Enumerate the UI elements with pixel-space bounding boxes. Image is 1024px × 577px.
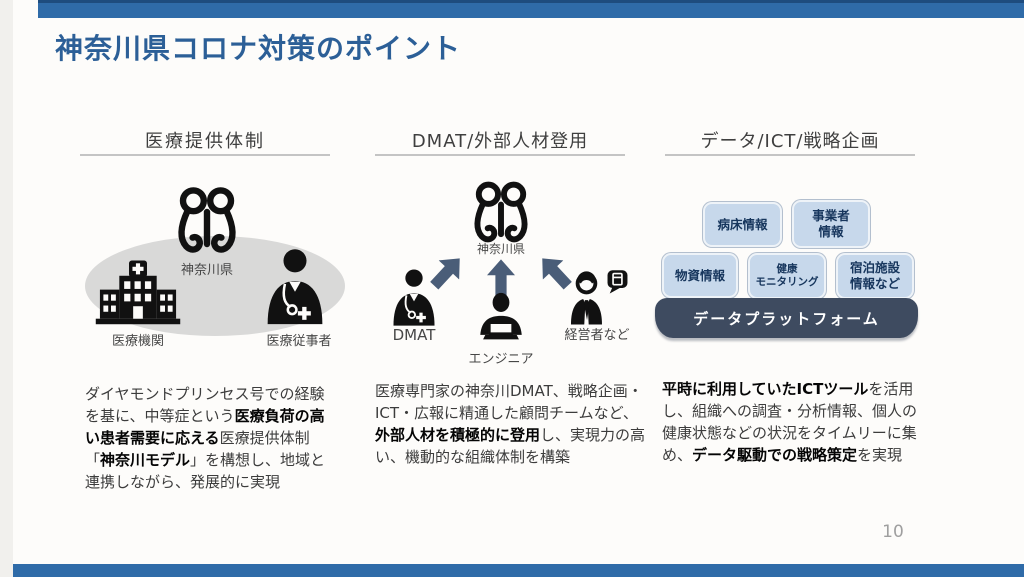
data-platform-bar: データプラットフォーム bbox=[655, 298, 918, 338]
column-header-medical-system: 医療提供体制 bbox=[145, 131, 265, 152]
page-title: 神奈川県コロナ対策のポイント bbox=[55, 32, 462, 65]
dmat-label: DMAT bbox=[392, 326, 436, 344]
up-left-arrow-icon bbox=[531, 248, 579, 296]
medical-worker-label: 医療従事者 bbox=[266, 334, 332, 349]
kanagawa-crest-icon bbox=[165, 180, 249, 260]
crest-label: 神奈川県 bbox=[476, 242, 525, 256]
info-box-supplies: 物資情報 bbox=[662, 253, 738, 298]
doctor-icon bbox=[259, 244, 331, 328]
paragraph-medical-system: ダイヤモンドプリンセス号での経験を基に、中等症という医療負荷の高い患者需要に応え… bbox=[85, 385, 326, 491]
info-box-business: 事業者 情報 bbox=[792, 200, 870, 248]
paragraph-data-ict: 平時に利用していたICTツールを活用し、組織への調査・分析情報、個人の健康状態な… bbox=[662, 380, 918, 464]
businessman-icon bbox=[561, 266, 633, 326]
header-underline bbox=[375, 154, 625, 156]
paragraph-dmat: 医療専門家の神奈川DMAT、戦略企画・ICT・広報に精通した顧問チームなど、外部… bbox=[375, 382, 646, 466]
info-box-health-monitoring: 健康 モニタリング bbox=[748, 253, 826, 299]
slide: 神奈川県コロナ対策のポイント 医療提供体制 DMAT/外部人材登用 データ/IC… bbox=[13, 0, 1024, 577]
hospital-label: 医療機関 bbox=[111, 334, 164, 349]
column-header-dmat: DMAT/外部人材登用 bbox=[411, 131, 589, 152]
crest-label: 神奈川県 bbox=[180, 263, 233, 278]
hospital-icon bbox=[93, 250, 183, 332]
top-accent-bar bbox=[38, 0, 1024, 18]
engineer-icon bbox=[473, 286, 529, 348]
header-underline bbox=[80, 154, 330, 156]
info-box-bed: 病床情報 bbox=[703, 202, 782, 247]
up-right-arrow-icon bbox=[423, 248, 471, 296]
bottom-accent-bar bbox=[13, 564, 1024, 577]
header-underline bbox=[665, 154, 915, 156]
column-header-data-ict: データ/ICT/戦略企画 bbox=[700, 131, 880, 152]
page-number: 10 bbox=[882, 522, 904, 542]
doctor-icon bbox=[387, 266, 441, 328]
kanagawa-crest-icon bbox=[462, 175, 540, 249]
info-box-lodging: 宿泊施設 情報など bbox=[836, 253, 914, 299]
up-arrow-icon bbox=[487, 258, 515, 298]
manager-label: 経営者など bbox=[564, 328, 630, 343]
engineer-label: エンジニア bbox=[468, 352, 534, 367]
